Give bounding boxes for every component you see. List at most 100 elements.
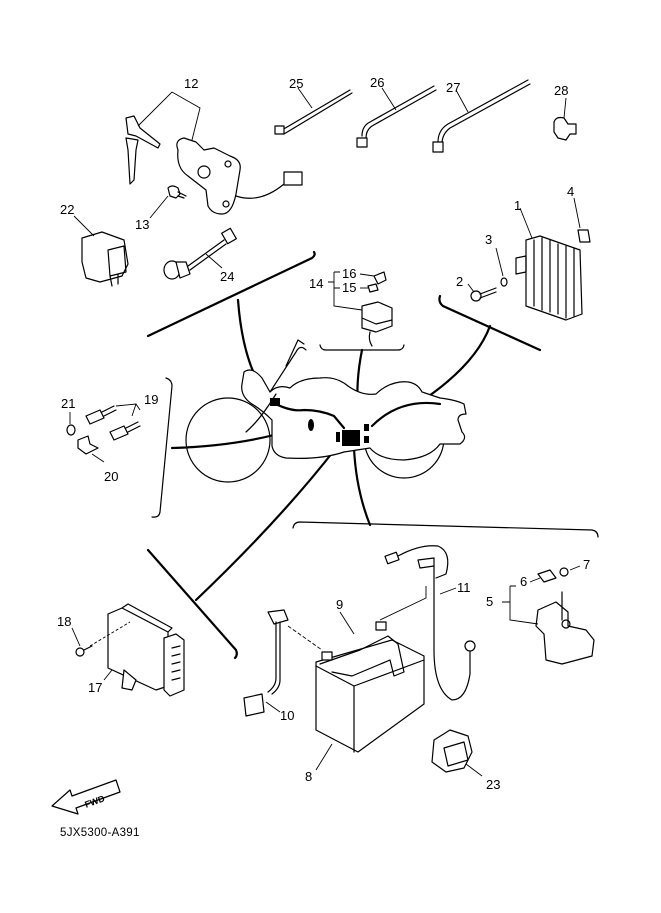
screw-thread	[177, 191, 187, 199]
leader-8	[315, 743, 333, 771]
lead-11-connector	[384, 551, 400, 565]
battery-lead-10-wire	[267, 621, 281, 695]
cable-tie-head	[274, 125, 285, 135]
leader-10	[265, 701, 281, 713]
relay-connector	[107, 245, 127, 277]
lead-11-wire	[397, 545, 449, 579]
rectifier-connector	[515, 255, 527, 275]
part-switches	[66, 403, 141, 463]
harness-connector-b	[364, 424, 369, 431]
leader-23	[465, 763, 483, 777]
main-switch-connector	[283, 171, 303, 186]
callout-23: 23	[486, 777, 500, 792]
bracket-lower-right	[292, 521, 599, 538]
callout-6: 6	[520, 574, 527, 589]
front-wheel	[185, 397, 271, 483]
lead-11-ring	[464, 640, 476, 652]
cable-tie-25-icon	[281, 89, 353, 135]
leader-26	[381, 87, 397, 111]
callout-8: 8	[305, 769, 312, 784]
diagram-code: 5JX5300-A391	[60, 827, 140, 839]
relay-22-icon	[81, 231, 129, 283]
battery-lead-10-icon	[243, 693, 265, 717]
leader-2	[467, 283, 475, 293]
mount-hole	[224, 160, 232, 168]
callout-4: 4	[567, 184, 574, 199]
bolt-18-icon	[75, 647, 85, 657]
fuse-box-14-icon	[361, 301, 393, 325]
fuse-6-icon	[537, 569, 557, 583]
part-relay-22	[73, 215, 129, 287]
callout-24: 24	[220, 269, 234, 284]
bike-body	[241, 369, 467, 461]
motorcycle-outline	[185, 339, 467, 483]
part-sensor-24	[163, 227, 237, 280]
leader-6	[529, 577, 541, 583]
callout-13: 13	[135, 217, 149, 232]
fuse-16-icon	[373, 271, 387, 285]
battery-edges	[315, 659, 425, 753]
mount-hole	[222, 200, 230, 208]
leader-1	[519, 207, 533, 239]
igniter-pins	[171, 645, 181, 681]
bracket-left	[151, 377, 173, 518]
relay-terminals	[109, 273, 119, 287]
screw-7-icon	[559, 567, 569, 577]
leader-12	[137, 91, 201, 141]
leader-11-to-battery	[379, 586, 427, 621]
bolt-2-icon	[470, 290, 482, 302]
callout-12: 12	[184, 76, 198, 91]
part-fuse-box	[328, 271, 393, 347]
harness-grommet	[308, 419, 314, 431]
callout-16: 16	[342, 266, 356, 281]
battery-lead-10-top	[267, 609, 289, 625]
part-cable-ties	[274, 79, 577, 153]
cable-tie-26-icon	[361, 85, 437, 139]
leader-4	[573, 197, 581, 229]
part-igniter	[71, 603, 185, 697]
harness-connector-a	[336, 432, 340, 442]
harness-wire-rear	[370, 401, 442, 428]
bracket-lower-left	[146, 548, 238, 660]
leader-battery	[352, 446, 372, 527]
clamp-28-icon	[553, 116, 577, 141]
key-lower-icon	[125, 137, 139, 185]
callout-11: 11	[457, 580, 471, 595]
battery-terminal	[375, 621, 387, 631]
handlebar	[269, 346, 307, 393]
callout-26: 26	[370, 75, 384, 90]
handlebar-grip	[285, 339, 305, 367]
bolt-thread	[83, 645, 93, 651]
starter-relay-5-icon	[535, 601, 595, 665]
callout-19: 19	[144, 392, 158, 407]
rectifier-1-icon	[525, 235, 583, 321]
harness-connector-front	[270, 398, 280, 406]
callout-1: 1	[514, 198, 521, 213]
callout-28: 28	[554, 83, 568, 98]
igniter-tab	[121, 669, 137, 691]
switch-thread	[101, 405, 117, 417]
leader-22	[73, 215, 95, 237]
leader-16	[359, 273, 375, 277]
callout-10: 10	[280, 708, 294, 723]
part-relay-23	[431, 729, 483, 777]
igniter-connector	[163, 633, 185, 697]
callout-27: 27	[446, 80, 460, 95]
cable-tie-head	[356, 137, 368, 148]
rectifier-fins	[533, 237, 575, 319]
switch-19b-icon	[109, 425, 129, 441]
fuse-box-lower	[361, 317, 393, 333]
battery-terminal	[321, 651, 333, 661]
bracket-top-right	[438, 294, 542, 352]
washer-3-icon	[500, 277, 508, 287]
leader-25	[297, 87, 313, 109]
fwd-arrow-icon: FWD	[51, 779, 121, 815]
fuse-box-wire	[368, 331, 373, 347]
battery-band-9-icon	[319, 635, 405, 677]
main-switch-keyhole	[197, 165, 211, 179]
callout-14: 14	[309, 276, 323, 291]
part-main-switch	[125, 91, 303, 219]
screw-13-icon	[167, 185, 181, 199]
leader-18-dash	[89, 621, 131, 647]
